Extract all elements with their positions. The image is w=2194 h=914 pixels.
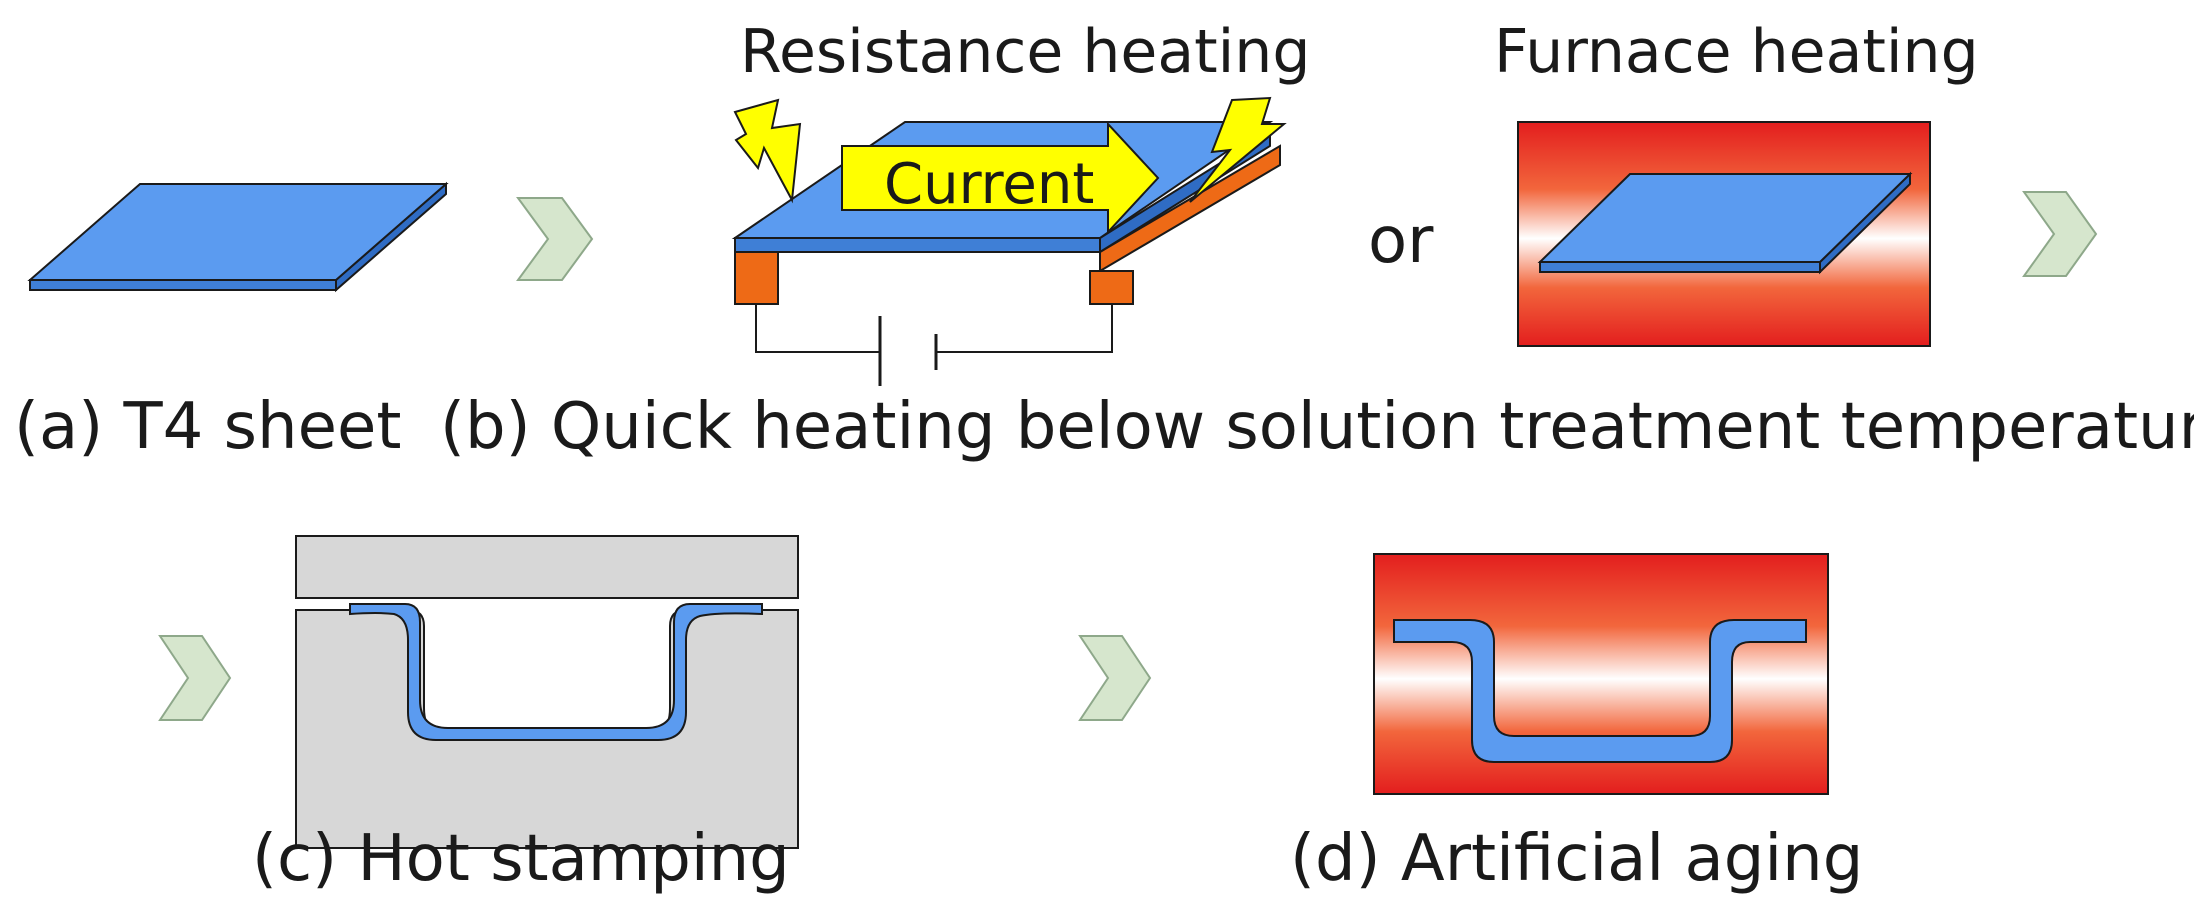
current-arrow xyxy=(841,121,1160,235)
battery-symbol-icon xyxy=(878,316,938,386)
furnace-heating-setup xyxy=(1517,121,1931,347)
lightning-bolt-icon xyxy=(733,98,802,204)
resistance-heating-setup: Current xyxy=(731,96,1287,386)
hot-stamping-die xyxy=(295,535,799,849)
t4-sheet xyxy=(27,181,449,293)
lightning-bolt-icon xyxy=(1189,96,1287,203)
caption-c: (c) Hot stamping xyxy=(252,822,790,896)
chevron-right-icon xyxy=(2022,191,2098,277)
left-electrode xyxy=(734,251,779,305)
chevron-right-icon xyxy=(158,635,232,721)
formed-part xyxy=(349,603,763,741)
caption-a: (a) T4 sheet xyxy=(14,390,401,464)
aged-part xyxy=(1393,619,1807,763)
caption-d: (d) Artificial aging xyxy=(1290,822,1863,896)
upper-die xyxy=(295,535,799,599)
current-label: Current xyxy=(884,152,1094,217)
resistance-heating-heading: Resistance heating xyxy=(740,17,1310,87)
furnace-heating-heading: Furnace heating xyxy=(1494,17,1979,87)
or-label: or xyxy=(1368,204,1434,278)
caption-b: (b) Quick heating below solution treatme… xyxy=(440,390,2194,464)
chevron-right-icon xyxy=(516,197,594,281)
chevron-right-icon xyxy=(1078,635,1152,721)
right-electrode xyxy=(1089,270,1134,305)
aging-furnace xyxy=(1373,553,1829,795)
